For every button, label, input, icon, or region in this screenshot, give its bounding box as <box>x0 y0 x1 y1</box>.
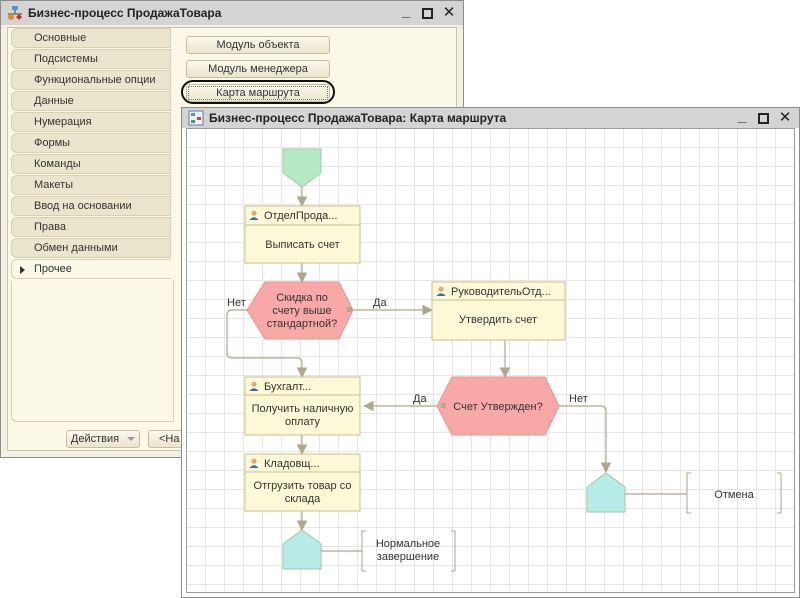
route-map-window: Бизнес-процесс ПродажаТовара: Карта марш… <box>181 107 800 598</box>
highlight-ring <box>181 80 335 104</box>
actions-label: Действия <box>70 433 120 445</box>
tab-label: Макеты <box>34 179 74 191</box>
edge-label-no: Нет <box>227 297 246 309</box>
chevron-down-icon <box>127 437 136 441</box>
tab-item[interactable]: Формы <box>11 133 171 153</box>
tab-label: Данные <box>34 95 74 107</box>
edge-label-yes: Да <box>373 297 387 309</box>
end-label: Отмена <box>714 489 754 501</box>
manager-module-button[interactable]: Модуль менеджера <box>186 60 330 78</box>
tab-label: Подсистемы <box>34 53 98 65</box>
tab-item[interactable]: Данные <box>11 91 171 111</box>
tab-item[interactable]: Макеты <box>11 175 171 195</box>
tab-label: Формы <box>34 137 71 149</box>
tab-label: Ввод на основании <box>34 200 132 212</box>
end-point-cancel <box>586 472 626 513</box>
window-titlebar[interactable]: Бизнес-процесс ПродажаТовара _ ✕ <box>1 1 463 25</box>
route-map-button[interactable]: Карта маршрута <box>186 84 330 102</box>
object-module-button[interactable]: Модуль объекта <box>186 36 330 54</box>
tab-label: Прочее <box>34 263 72 275</box>
task-node-ship-goods: Кладовщ... Отгрузить товар со склада <box>244 453 361 512</box>
tabs-panel-border <box>11 281 174 422</box>
tab-label: Нумерация <box>34 116 92 128</box>
task-label: Выписать счет <box>265 239 339 251</box>
condition-node-discount: Скидка по счету выше стандартной? <box>246 281 354 340</box>
tab-item[interactable]: Права <box>11 217 171 237</box>
edge-cond2-end2-no <box>559 405 612 474</box>
actions-dropdown-button[interactable]: Действия <box>66 430 140 448</box>
end-point-normal <box>282 529 322 570</box>
tab-label: Обмен данными <box>34 242 118 254</box>
condition-label-line3: стандартной? <box>267 318 338 330</box>
task-node-receive-payment: Бухгалт... Получить наличную оплату <box>244 376 361 436</box>
condition-label-line1: Скидка по <box>276 292 328 304</box>
task-node-approve-invoice: РуководительОтд... Утвердить счет <box>431 281 566 341</box>
performer-label: ОтделПрода... <box>264 210 337 222</box>
close-button[interactable]: ✕ <box>442 4 456 21</box>
edge-label-yes: Да <box>413 393 427 405</box>
tab-item[interactable]: Прочее <box>11 259 171 279</box>
end-label-bracket-normal <box>361 530 456 572</box>
window-titlebar[interactable]: Бизнес-процесс ПродажаТовара: Карта марш… <box>182 108 799 128</box>
performer-label: Кладовщ... <box>264 458 320 470</box>
tab-item[interactable]: Команды <box>11 154 171 174</box>
start-point <box>282 148 322 188</box>
end-label-line2: завершение <box>377 551 439 563</box>
edge-label-no: Нет <box>569 393 588 405</box>
close-button[interactable]: ✕ <box>778 109 792 126</box>
active-tab-arrow-icon <box>20 266 25 274</box>
tab-item[interactable]: Функциональные опции <box>11 70 171 90</box>
task-label-line2: склада <box>285 493 321 505</box>
edge-cond1-task3-no <box>226 309 308 379</box>
condition-label-line2: счету выше <box>272 305 331 317</box>
maximize-button[interactable] <box>758 113 769 124</box>
route-map-icon <box>188 110 204 126</box>
condition-label: Счет Утвержден? <box>453 401 542 413</box>
condition-node-approved: Счет Утвержден? <box>436 376 560 436</box>
tab-label: Команды <box>34 158 81 170</box>
tab-label: Права <box>34 221 66 233</box>
tab-label: Функциональные опции <box>34 74 156 86</box>
tab-label: Основные <box>34 32 87 44</box>
tab-item[interactable]: Основные <box>11 28 171 48</box>
maximize-button[interactable] <box>422 8 433 19</box>
tab-item[interactable]: Нумерация <box>11 112 171 132</box>
minimize-button[interactable]: _ <box>737 108 747 125</box>
performer-label: РуководительОтд... <box>451 286 551 298</box>
business-process-icon <box>7 5 23 21</box>
task-label: Утвердить счет <box>459 314 537 326</box>
task-node-issue-invoice: ОтделПрода... Выписать счет <box>244 205 361 264</box>
performer-label: Бухгалт... <box>264 381 311 393</box>
tab-item[interactable]: Обмен данными <box>11 238 171 258</box>
window-title: Бизнес-процесс ПродажаТовара <box>28 6 222 20</box>
window-title: Бизнес-процесс ПродажаТовара: Карта марш… <box>209 111 507 125</box>
task-label-line2: оплату <box>285 416 321 428</box>
task-label-line1: Отгрузить товар со <box>254 480 352 492</box>
end-label-line1: Нормальное <box>376 538 440 550</box>
minimize-button[interactable]: _ <box>401 3 411 20</box>
route-map-canvas[interactable]: ОтделПрода... Выписать счет Скидка по сч… <box>186 128 795 593</box>
end-label-bracket-cancel <box>686 472 782 514</box>
tab-item[interactable]: Подсистемы <box>11 49 171 69</box>
tab-item[interactable]: Ввод на основании <box>11 196 171 216</box>
task-label-line1: Получить наличную <box>252 403 354 415</box>
